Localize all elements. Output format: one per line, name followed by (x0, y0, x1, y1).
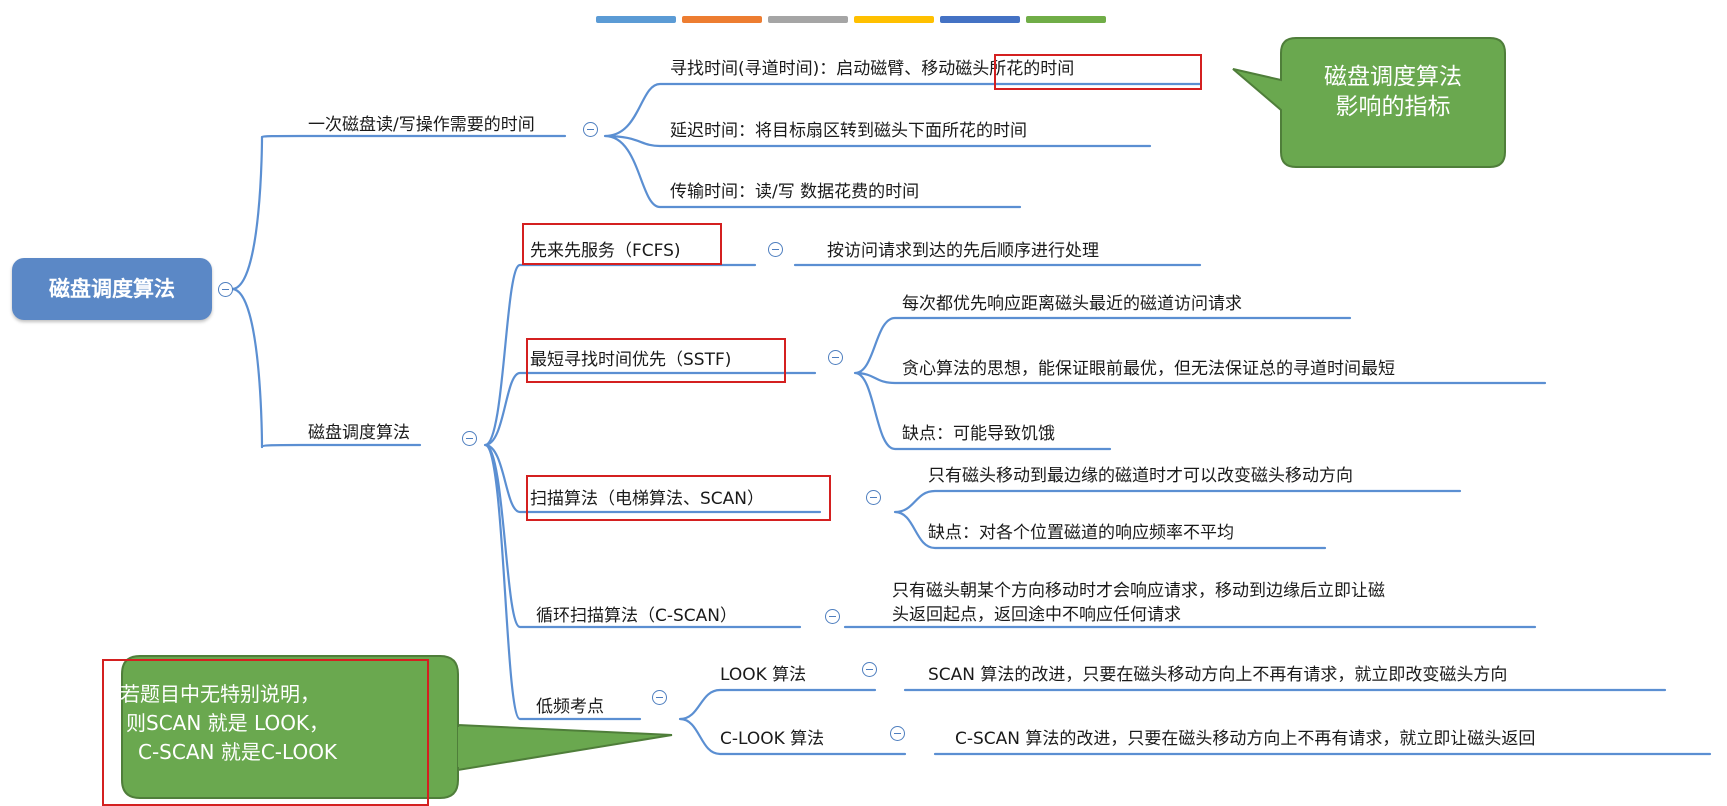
strip-segment (854, 16, 934, 23)
collapse-toggle-root[interactable] (218, 282, 233, 297)
node-sstf[interactable]: 最短寻找时间优先（SSTF) (530, 350, 732, 370)
node-clook[interactable]: C-LOOK 算法 (720, 729, 825, 749)
collapse-toggle-cscan[interactable] (825, 609, 840, 624)
node-scan[interactable]: 扫描算法（电梯算法、SCAN） (530, 489, 765, 509)
strip-segment (1026, 16, 1106, 23)
node-time[interactable]: 一次磁盘读/写操作需要的时间 (308, 115, 535, 135)
callout-top-line: 磁盘调度算法 (1324, 64, 1462, 90)
highlight-fcfs (522, 223, 722, 265)
node-fcfs[interactable]: 先来先服务（FCFS) (530, 241, 681, 261)
node-sstf-desc-2[interactable]: 贪心算法的思想，能保证眼前最优，但无法保证总的寻道时间最短 (902, 359, 1395, 379)
collapse-toggle-lowfreq[interactable] (652, 690, 667, 705)
connector-sstf (853, 316, 1547, 451)
callout-bottom: 若题目中无特别说明， 则SCAN 就是 LOOK， C-SCAN 就是C-LOO… (120, 680, 456, 767)
highlight-bottom-callout (102, 659, 429, 806)
node-fcfs-desc[interactable]: 按访问请求到达的先后顺序进行处理 (827, 241, 1099, 261)
node-cscan-desc-line1[interactable]: 只有磁头朝某个方向移动时才会响应请求，移动到边缘后立即让磁 (892, 581, 1385, 601)
node-scan-desc-1[interactable]: 只有磁头移动到最边缘的磁道时才可以改变磁头移动方向 (928, 466, 1353, 486)
highlight-sstf (526, 338, 786, 383)
callout-top-shape (1232, 37, 1506, 168)
callout-top-line: 影响的指标 (1335, 94, 1451, 120)
node-rotational-delay[interactable]: 延迟时间：将目标扇区转到磁头下面所花的时间 (670, 121, 1027, 141)
callout-top: 磁盘调度算法 影响的指标 (1281, 62, 1505, 122)
connector-time (260, 134, 567, 139)
node-sstf-desc-1[interactable]: 每次都优先响应距离磁头最近的磁道访问请求 (902, 294, 1242, 314)
highlight-seek-phrase (994, 54, 1202, 90)
node-look[interactable]: LOOK 算法 (720, 665, 807, 685)
strip-segment (768, 16, 848, 23)
connector-algo-children (483, 263, 822, 721)
connector-time-children (603, 82, 1202, 209)
node-low-frequency[interactable]: 低频考点 (536, 697, 604, 717)
collapse-toggle-look[interactable] (862, 662, 877, 677)
root-node[interactable]: 磁盘调度算法 (12, 258, 212, 320)
collapse-toggle-scan[interactable] (866, 490, 881, 505)
connector-algo (260, 443, 422, 449)
connector-root (230, 135, 264, 449)
node-clook-desc[interactable]: C-SCAN 算法的改进，只要在磁头移动方向上不再有请求，就立即让磁头返回 (955, 729, 1536, 749)
node-cscan-desc-line2[interactable]: 头返回起点，返回途中不响应任何请求 (892, 605, 1181, 625)
collapse-toggle-fcfs[interactable] (768, 242, 783, 257)
node-transfer-time[interactable]: 传输时间：读/写 数据花费的时间 (670, 182, 920, 202)
node-scan-desc-2[interactable]: 缺点：对各个位置磁道的响应频率不平均 (928, 523, 1234, 543)
collapse-toggle-algorithms[interactable] (462, 431, 477, 446)
collapse-toggle-sstf[interactable] (828, 350, 843, 365)
collapse-toggle-time[interactable] (583, 122, 598, 137)
node-seek-time[interactable]: 寻找时间(寻道时间)：启动磁臂、移动磁头所花的时间 (670, 59, 1075, 79)
callout-bottom-line: 若题目中无特别说明， (120, 682, 320, 706)
node-sstf-desc-3[interactable]: 缺点：可能导致饥饿 (902, 424, 1055, 444)
strip-segment (682, 16, 762, 23)
strip-segment (596, 16, 676, 23)
node-look-desc[interactable]: SCAN 算法的改进，只要在磁头移动方向上不再有请求，就立即改变磁头方向 (928, 665, 1508, 685)
strip-segment (940, 16, 1020, 23)
connector-scan (893, 489, 1462, 550)
highlight-scan (526, 475, 831, 521)
node-algorithms[interactable]: 磁盘调度算法 (308, 423, 410, 443)
node-cscan[interactable]: 循环扫描算法（C-SCAN） (536, 606, 738, 626)
callout-bottom-line: C-SCAN 就是C-LOOK (138, 740, 338, 764)
callout-bottom-line: 则SCAN 就是 LOOK， (126, 711, 330, 735)
collapse-toggle-clook[interactable] (890, 726, 905, 741)
connector-lowfreq (678, 688, 907, 756)
